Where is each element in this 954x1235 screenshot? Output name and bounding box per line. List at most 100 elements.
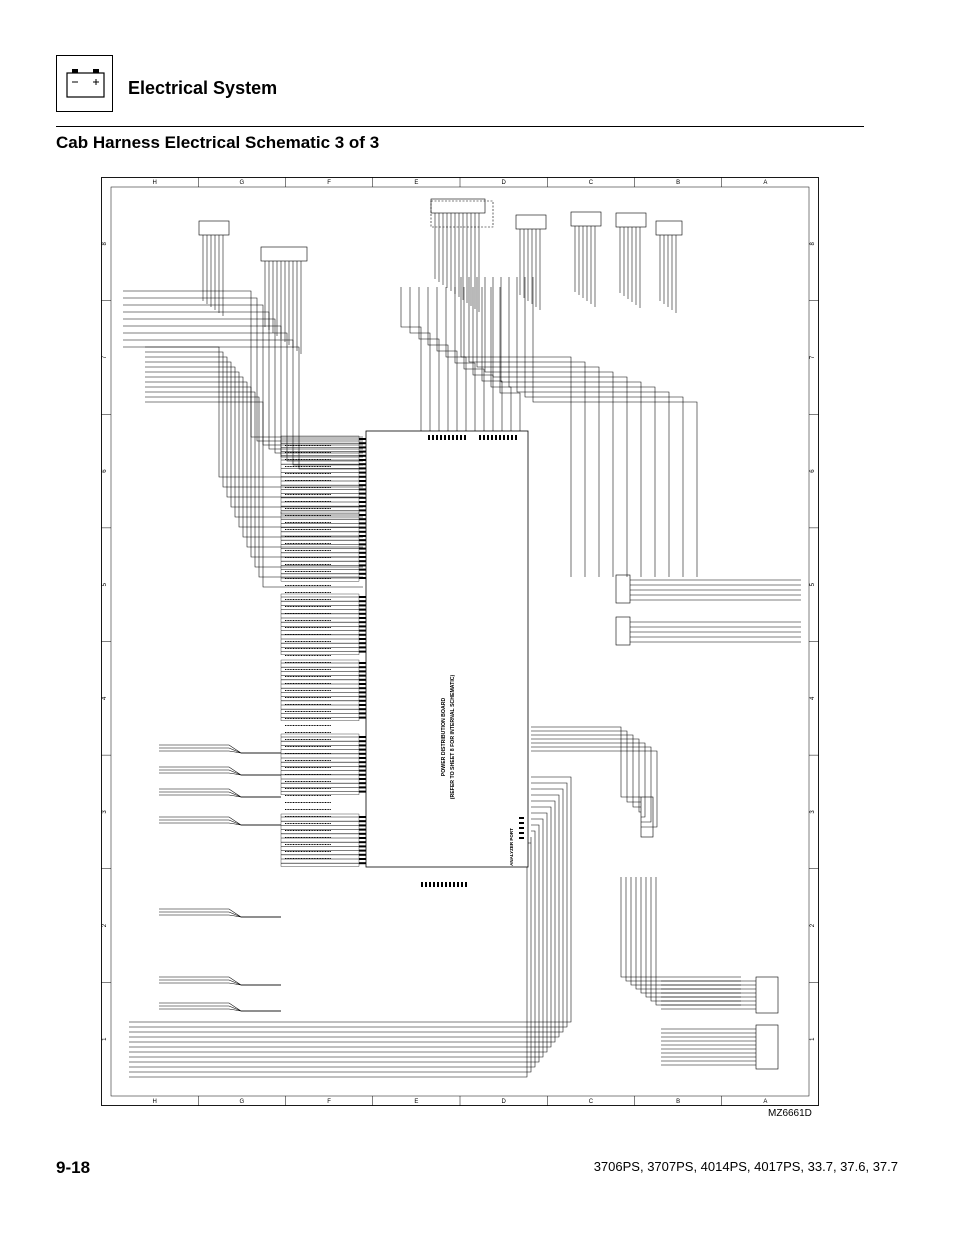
page-number: 9-18: [56, 1158, 91, 1177]
board-pin: [359, 530, 366, 533]
wire: [460, 277, 572, 577]
wire: [445, 287, 467, 431]
board-pin: [359, 674, 366, 677]
wire: [159, 1008, 281, 1012]
board-pin: [495, 435, 497, 440]
board-pin: [359, 471, 366, 474]
wire: [620, 877, 741, 978]
pin-group-frame: [280, 733, 360, 795]
zone-row-label: 1: [102, 1037, 108, 1041]
board-pin: [359, 564, 366, 567]
wire: [159, 766, 281, 776]
wire: [129, 776, 572, 1023]
battery-icon: [66, 69, 105, 98]
board-pin: [359, 608, 366, 611]
board-pin: [511, 435, 513, 440]
board-pin: [359, 687, 366, 690]
zone-row-label: 4: [810, 696, 816, 700]
board-pin: [359, 704, 366, 706]
board-pin: [359, 683, 366, 685]
wire: [400, 287, 422, 431]
wire: [531, 750, 658, 828]
board-pin: [359, 646, 366, 649]
wire: [436, 287, 458, 431]
board-pin: [359, 691, 366, 694]
board-pin: [359, 712, 366, 715]
board-pin: [503, 435, 505, 440]
board-pin: [359, 862, 366, 865]
wire: [159, 788, 281, 798]
zone-column-label: E: [414, 1099, 418, 1105]
zone-row-label: 2: [810, 923, 816, 927]
board-pin: [457, 882, 459, 887]
board-pin: [359, 492, 366, 495]
top-connector: [655, 220, 683, 236]
zone-column-label: D: [501, 1099, 506, 1105]
board-pin: [428, 435, 430, 440]
wire: [468, 277, 586, 577]
wire: [409, 287, 431, 431]
wire: [650, 877, 741, 1002]
board-pin: [359, 467, 366, 470]
wire: [625, 877, 741, 982]
pin-group-frame: [280, 435, 360, 514]
board-pin: [359, 475, 366, 478]
board-pin: [359, 832, 366, 835]
wire: [123, 297, 363, 442]
board-pin: [452, 435, 454, 440]
board-pin: [359, 736, 366, 738]
board-pin: [359, 786, 366, 789]
board-pin: [515, 435, 517, 440]
pin-group-frame: [280, 593, 360, 655]
zone-column-label: C: [589, 1099, 594, 1105]
board-pin: [432, 435, 434, 440]
wire: [531, 734, 641, 808]
zone-row-label: 4: [102, 696, 108, 700]
board-pin: [359, 625, 366, 628]
board-pin: [359, 577, 366, 579]
pin-group-frame: [280, 813, 360, 867]
zone-column-label: F: [327, 1099, 331, 1105]
board-pin: [465, 882, 467, 887]
board-pin: [359, 612, 366, 615]
wire: [123, 290, 363, 438]
analyzer-port-label: ANALYZER PORT: [509, 828, 514, 866]
wiring: [123, 213, 801, 1078]
wire: [427, 287, 449, 431]
board-pin: [461, 882, 463, 887]
board-pin: [359, 480, 366, 482]
board-pin: [359, 509, 366, 512]
connector-pins: [359, 435, 524, 887]
board-pin: [359, 748, 366, 751]
wire: [508, 277, 656, 577]
wire: [159, 822, 281, 826]
wire: [481, 287, 503, 431]
wire: [159, 1002, 281, 1012]
wire: [145, 346, 363, 478]
board-pin: [359, 617, 366, 619]
wire: [129, 818, 544, 1058]
board-pin: [359, 463, 366, 466]
pdb-title: POWER DISTRIBUTION BOARD: [441, 698, 447, 777]
board-pin: [449, 882, 451, 887]
wire: [159, 911, 281, 918]
board-pin: [359, 837, 366, 839]
board-pin: [359, 757, 366, 759]
wire: [123, 325, 363, 458]
board-pin: [359, 501, 366, 503]
wire: [159, 914, 281, 918]
board-pin: [359, 629, 366, 632]
wire: [472, 287, 494, 431]
top-connector: [615, 212, 647, 228]
board-pin: [359, 459, 366, 461]
right-connector: [640, 796, 654, 838]
board-pin: [359, 604, 366, 607]
board-pin: [359, 547, 366, 550]
board-pin: [359, 572, 366, 575]
zone-column-label: H: [152, 1099, 156, 1105]
connectors: [198, 198, 779, 1070]
board-pin: [421, 882, 423, 887]
top-connector: [515, 214, 547, 230]
wire: [532, 277, 698, 577]
wire: [129, 812, 548, 1053]
